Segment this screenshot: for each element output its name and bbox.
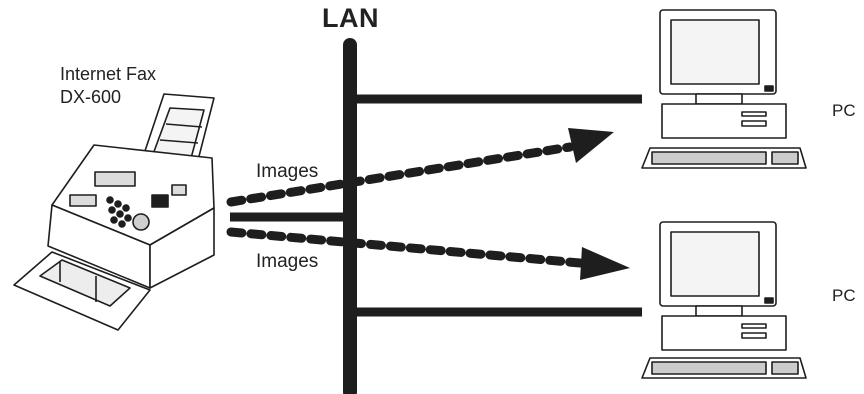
lan-label: LAN: [322, 3, 379, 33]
images-label-lower: Images: [256, 251, 319, 272]
pc-label-2: PC: [832, 286, 856, 305]
fax-model-label: DX-600: [60, 87, 122, 107]
pc-computer-icon-2: [641, 221, 807, 379]
pc-label-1: PC: [832, 101, 856, 120]
fax-name-label: Internet Fax: [60, 64, 157, 84]
images-label-upper: Images: [256, 161, 319, 182]
fax-machine-icon: [13, 93, 215, 331]
images-arrow-upper: [226, 128, 614, 207]
images-arrow-lower: [226, 227, 630, 280]
pc-computer-icon-1: [641, 9, 807, 169]
